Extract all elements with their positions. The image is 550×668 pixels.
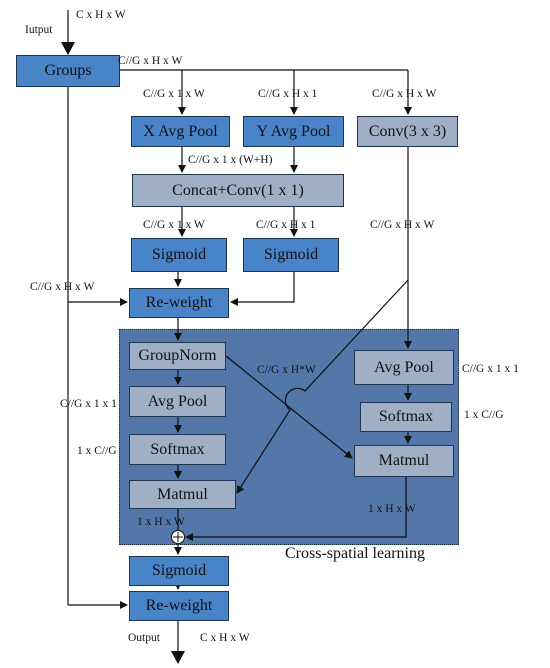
y-pool-in-label: C//G x H x 1 xyxy=(258,88,318,100)
sigmoid-right-box: Sigmoid xyxy=(243,238,339,272)
avg-right-out-label: C//G x 1 x 1 xyxy=(462,363,519,375)
conv-out-label: C//G x H x W xyxy=(370,219,435,231)
matmul-right-to-sum-arrow xyxy=(185,477,407,541)
gn-cross-label: C//G x H*W xyxy=(257,364,316,376)
avg-pool-right-box: Avg Pool xyxy=(354,350,454,385)
cross-spatial-label: Cross-spatial learning xyxy=(285,545,425,562)
sigmoid-right-in-label: C//G x H x 1 xyxy=(256,219,316,231)
reweight-top-box: Re-weight xyxy=(129,288,229,318)
avg-left-out-label: C//G x 1 x 1 xyxy=(60,398,117,410)
groups-out-label: C//G x H x W xyxy=(118,55,183,67)
conv-to-matmul-left-arrow xyxy=(236,279,409,494)
softmax-left-out-label: 1 x C//G xyxy=(77,445,117,457)
matmul-left-box: Matmul xyxy=(129,480,236,509)
x-pool-in-label: C//G x 1 x W xyxy=(143,88,205,100)
input-label: Iutput xyxy=(25,24,53,36)
matmul-right-box: Matmul xyxy=(354,445,454,477)
output-label: Output xyxy=(128,632,160,644)
softmax-left-box: Softmax xyxy=(129,434,226,465)
gn-to-matmul-right-arrow xyxy=(225,355,353,459)
output-shape-label: C x H x W xyxy=(200,632,250,644)
matmul-left-out-label: 1 x H x W xyxy=(137,516,185,528)
sigmoid-left-in-label: C//G x 1 x W xyxy=(143,219,205,231)
matmul-right-out-label: 1 x H x W xyxy=(368,503,416,515)
avg-pool-left-box: Avg Pool xyxy=(129,386,226,417)
softmax-right-out-label: 1 x C//G xyxy=(464,409,504,421)
y-avg-pool-box: Y Avg Pool xyxy=(243,116,344,147)
sigmoid-right-to-reweight-arrow xyxy=(230,272,295,306)
concat-conv-box: Concat+Conv(1 x 1) xyxy=(132,174,344,207)
reweight-bottom-box: Re-weight xyxy=(129,591,229,621)
conv3x3-box: Conv(3 x 3) xyxy=(357,116,458,147)
concat-in-label: C//G x 1 x (W+H) xyxy=(188,154,273,166)
x-avg-pool-box: X Avg Pool xyxy=(131,116,230,147)
groups-box: Groups xyxy=(16,55,120,87)
softmax-right-box: Softmax xyxy=(360,402,452,432)
groupnorm-box: GroupNorm xyxy=(129,342,226,370)
sigmoid-left-box: Sigmoid xyxy=(131,238,227,272)
skip-label: C//G x H x W xyxy=(30,281,95,293)
conv-in-label: C//G x H x W xyxy=(372,88,437,100)
sigmoid-bottom-box: Sigmoid xyxy=(129,556,229,586)
input-shape-label: C x H x W xyxy=(76,9,126,21)
